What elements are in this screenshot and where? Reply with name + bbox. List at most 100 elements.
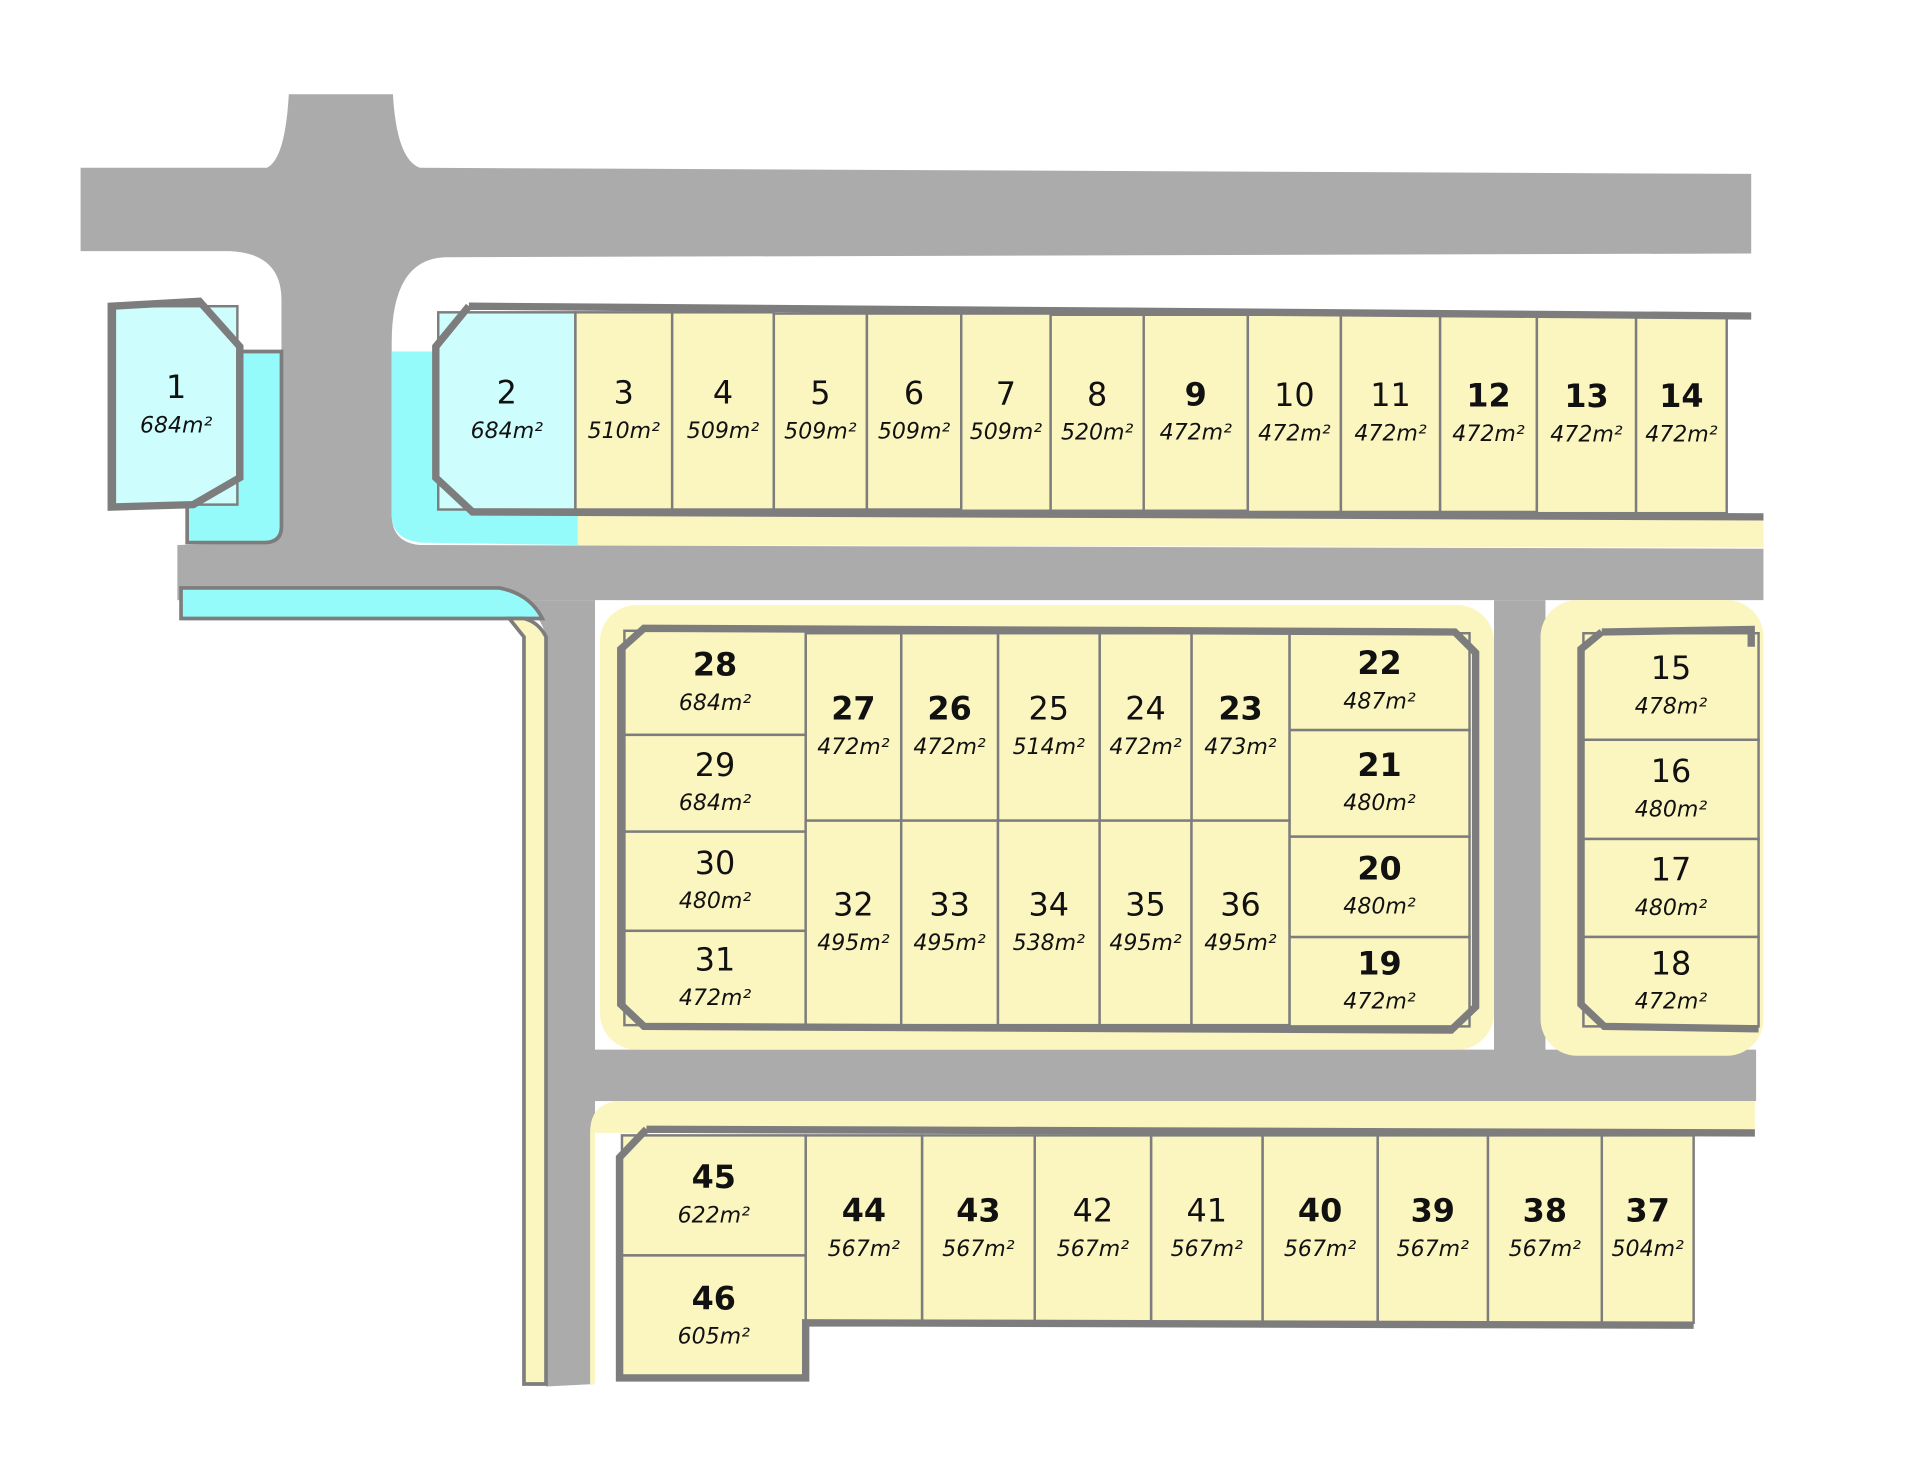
lot-8[interactable] — [1049, 313, 1145, 512]
lot-area: 472m² — [817, 735, 890, 760]
lot-11[interactable] — [1339, 313, 1442, 514]
lot-area: 480m² — [1343, 791, 1416, 816]
lot-40[interactable] — [1261, 1134, 1379, 1325]
lot-number: 39 — [1411, 1192, 1455, 1230]
lot-number: 6 — [904, 374, 924, 412]
lot-area: 567m² — [1284, 1237, 1357, 1262]
lot-12[interactable] — [1438, 314, 1539, 514]
lot-number: 31 — [695, 941, 736, 979]
lot-46[interactable] — [620, 1254, 807, 1380]
lot-13[interactable] — [1535, 314, 1638, 515]
lot-number: 43 — [956, 1192, 1000, 1230]
lot-area: 472m² — [1354, 421, 1427, 446]
lot-area: 472m² — [1258, 421, 1331, 446]
lot-area: 472m² — [1452, 422, 1525, 447]
lot-number: 27 — [831, 690, 875, 728]
lot-area: 509m² — [784, 419, 857, 444]
lot-area: 495m² — [1204, 931, 1277, 956]
lot-number: 21 — [1357, 746, 1401, 784]
lot-42[interactable] — [1033, 1134, 1153, 1325]
lot-22[interactable] — [1288, 631, 1471, 732]
lot-area: 684m² — [140, 413, 213, 438]
lot-area: 514m² — [1013, 735, 1086, 760]
lot-16[interactable] — [1582, 738, 1760, 841]
lot-number: 9 — [1185, 375, 1207, 413]
lot-area: 495m² — [913, 931, 986, 956]
lot-35[interactable] — [1098, 819, 1193, 1027]
lot-number: 14 — [1659, 377, 1703, 415]
lot-area: 487m² — [1343, 690, 1416, 715]
lot-number: 4 — [713, 374, 733, 412]
lot-5[interactable] — [772, 312, 869, 511]
lot-number: 20 — [1357, 849, 1401, 887]
lot-number: 34 — [1029, 886, 1070, 924]
lot-area: 567m² — [828, 1237, 901, 1262]
lot-44[interactable] — [804, 1134, 924, 1325]
lot-number: 38 — [1523, 1192, 1567, 1230]
lot-9[interactable] — [1142, 313, 1250, 512]
yellow-strip-top — [577, 511, 1764, 548]
road-top — [80, 94, 1764, 601]
lot-27[interactable] — [804, 631, 903, 822]
outline-middle-block — [617, 624, 1480, 1034]
lot-number: 36 — [1220, 886, 1261, 924]
lot-number: 41 — [1187, 1192, 1228, 1230]
lot-area: 684m² — [679, 791, 752, 816]
lot-number: 25 — [1029, 690, 1070, 728]
lot-number: 7 — [996, 375, 1016, 413]
lot-number: 32 — [833, 886, 874, 924]
lot-area: 509m² — [878, 419, 951, 444]
lot-4[interactable] — [670, 311, 776, 511]
lot-area: 622m² — [678, 1203, 751, 1228]
road-middle-vertical — [1494, 600, 1546, 1091]
outline-right-block — [1577, 625, 1759, 1033]
lot-area: 480m² — [1635, 896, 1708, 921]
lot-area: 567m² — [1057, 1237, 1130, 1262]
lot-number: 13 — [1564, 377, 1608, 415]
lot-39[interactable] — [1376, 1134, 1490, 1325]
lot-20[interactable] — [1288, 835, 1471, 939]
lot-area: 520m² — [1061, 421, 1134, 446]
lot-number: 10 — [1274, 376, 1315, 414]
lot-area: 504m² — [1612, 1237, 1685, 1262]
outline-top-row — [432, 302, 1764, 521]
lot-area: 472m² — [1550, 423, 1623, 448]
lot-number: 33 — [929, 886, 970, 924]
roads — [80, 94, 1764, 1387]
lot-area: 480m² — [679, 889, 752, 914]
lot-number: 2 — [497, 374, 517, 412]
lot-number: 17 — [1651, 851, 1692, 889]
lot-number: 11 — [1370, 376, 1411, 414]
road-lower — [585, 1049, 1757, 1102]
lot-number: 22 — [1357, 644, 1401, 682]
lot-number: 24 — [1125, 690, 1166, 728]
lot-36[interactable] — [1190, 819, 1291, 1027]
lot-25[interactable] — [996, 631, 1101, 822]
lot-31[interactable] — [623, 929, 807, 1027]
lot-area: 473m² — [1204, 735, 1277, 760]
lot-6[interactable] — [865, 312, 963, 511]
lot-area: 472m² — [1635, 990, 1708, 1015]
outline-bottom-block — [615, 1125, 1755, 1382]
outline-lot-1 — [107, 297, 244, 511]
lot-area: 684m² — [471, 419, 544, 444]
lot-14[interactable] — [1634, 314, 1728, 515]
lot-area: 478m² — [1635, 694, 1708, 719]
lot-area: 510m² — [588, 419, 661, 444]
lot-number: 46 — [692, 1279, 736, 1317]
lot-18[interactable] — [1582, 935, 1760, 1028]
lot-area: 472m² — [1109, 735, 1182, 760]
lot-area: 567m² — [942, 1237, 1015, 1262]
lot-area: 472m² — [1645, 423, 1718, 448]
lot-area: 684m² — [679, 691, 752, 716]
lot-34[interactable] — [996, 819, 1101, 1027]
yellow-strip-left — [505, 616, 548, 1386]
lot-17[interactable] — [1582, 837, 1760, 939]
lot-number: 15 — [1651, 649, 1692, 687]
lot-number: 26 — [927, 690, 971, 728]
lot-number: 16 — [1651, 752, 1692, 790]
lot-38[interactable] — [1486, 1134, 1604, 1325]
lot-number: 37 — [1626, 1192, 1670, 1230]
lot-10[interactable] — [1246, 313, 1343, 514]
